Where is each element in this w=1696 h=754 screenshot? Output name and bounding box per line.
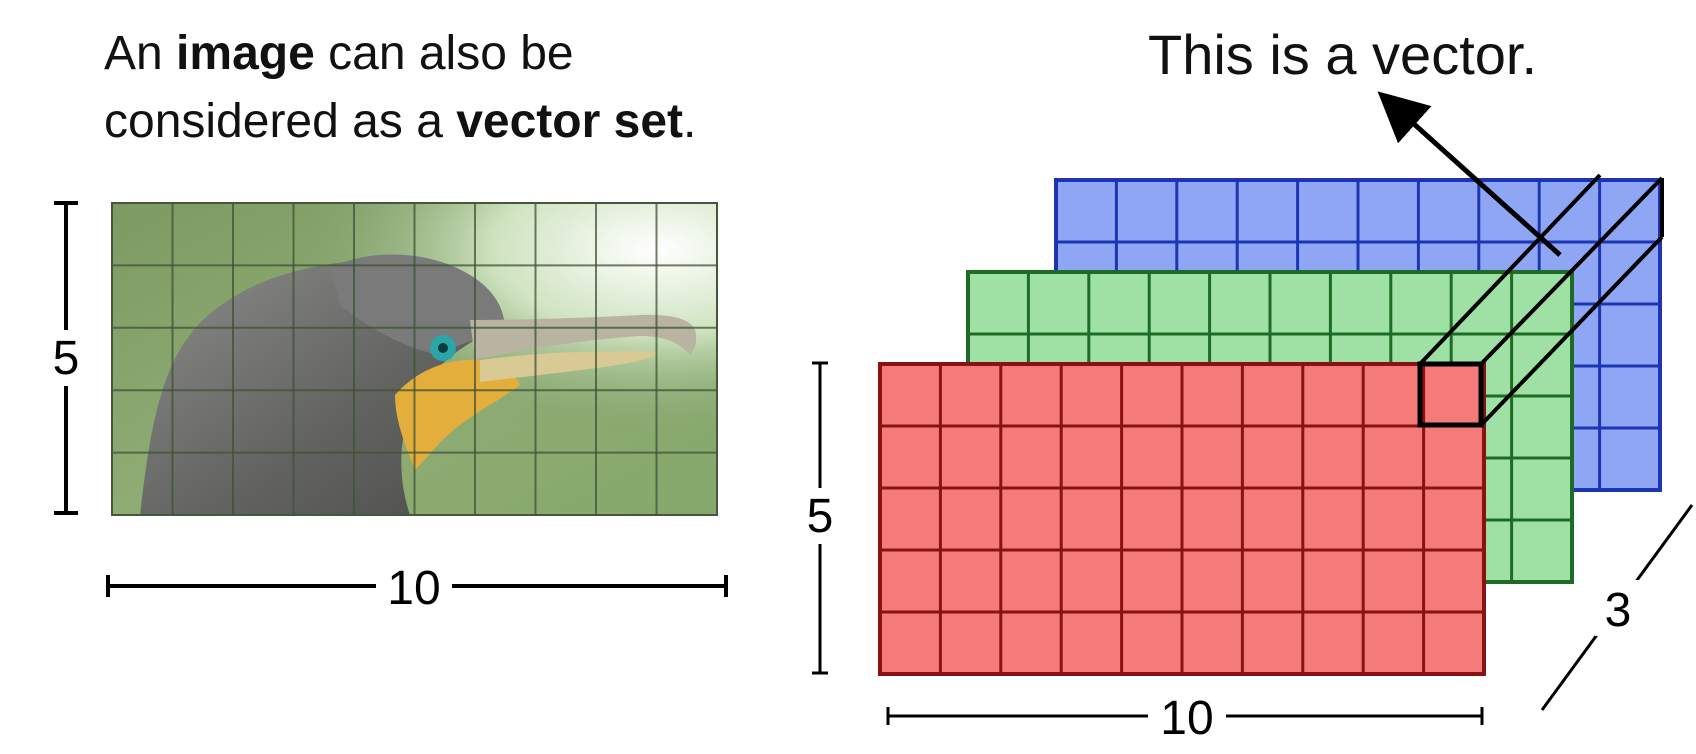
stack-height-marker: 5 xyxy=(792,361,848,675)
caption-text: considered as a xyxy=(104,95,457,148)
bird-head xyxy=(330,254,505,355)
vector-arrow xyxy=(1377,91,1562,257)
vector-label: This is a vector. xyxy=(1148,23,1538,86)
caption-text: An xyxy=(104,27,177,80)
caption-line-2: considered as a vector set. xyxy=(104,98,696,146)
bird-image xyxy=(111,202,718,516)
bird-width-label: 10 xyxy=(387,562,440,615)
stack-depth-label: 3 xyxy=(1605,584,1632,637)
caption: An image can also be considered as a vec… xyxy=(104,30,696,146)
channel-red xyxy=(878,362,1486,676)
stack-width-label: 10 xyxy=(1160,692,1213,745)
stack-depth-marker: 3 xyxy=(1540,504,1694,711)
caption-bold-vector-set: vector set xyxy=(456,95,683,148)
bird-throat-patch xyxy=(395,359,520,470)
bird-height-marker: 5 xyxy=(40,201,92,515)
bird-image-grid xyxy=(112,203,717,515)
caption-text: . xyxy=(683,95,697,148)
caption-line-1: An image can also be xyxy=(104,30,696,78)
stack-width-marker: 10 xyxy=(886,690,1484,746)
stack-height-label: 5 xyxy=(807,490,834,543)
caption-bold-image: image xyxy=(176,27,315,80)
bird-width-marker: 10 xyxy=(106,560,728,615)
bird-beak xyxy=(470,314,697,360)
vector-highlight xyxy=(1417,173,1664,428)
bird-height-label: 5 xyxy=(53,332,80,385)
caption-text: can also be xyxy=(314,27,574,80)
